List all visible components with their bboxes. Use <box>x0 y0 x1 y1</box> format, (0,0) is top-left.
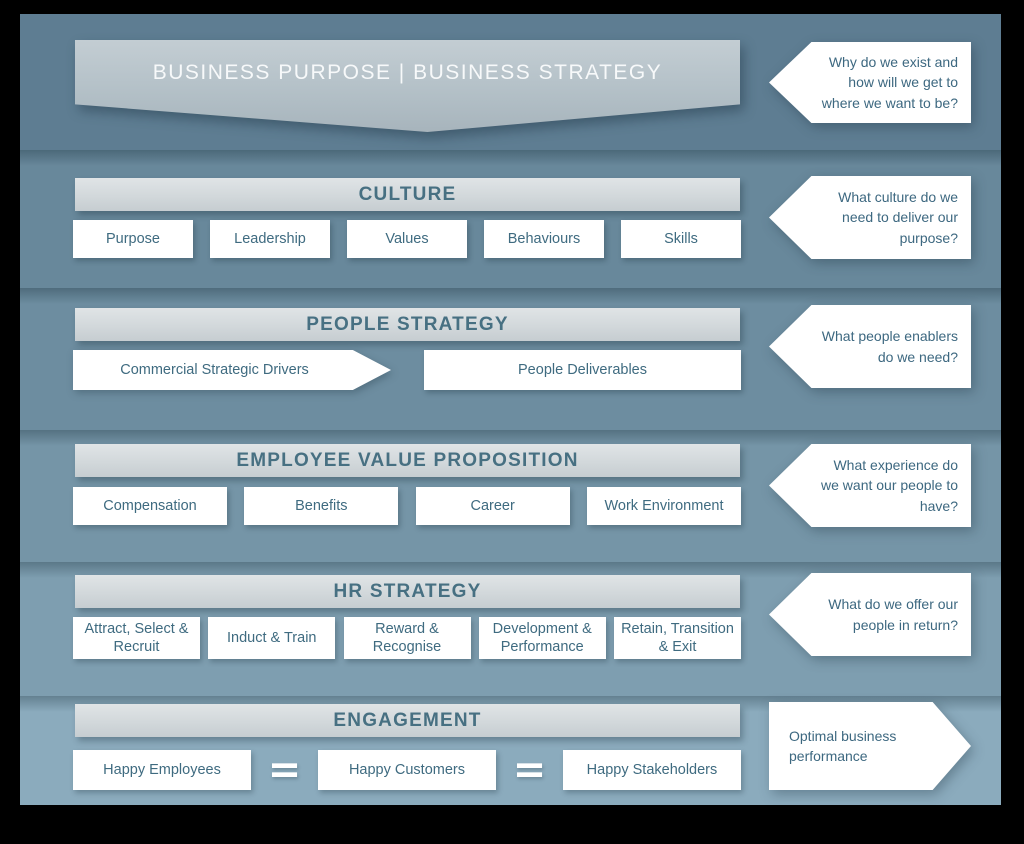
item-label: Happy Customers <box>348 761 465 778</box>
evp-item-compensation: Compensation <box>73 487 227 525</box>
item-label: Behaviours <box>507 230 581 247</box>
engagement-item-happy-customers: Happy Customers <box>317 750 496 790</box>
engagement-header: ENGAGEMENT <box>75 704 740 737</box>
item-label: Development & Performance <box>492 620 592 655</box>
item-label: Purpose <box>105 230 160 247</box>
callout-text: What do we offer our people in return? <box>828 596 958 633</box>
item-label: Attract, Select & Recruit <box>84 620 189 655</box>
culture-items-row: Purpose Leadership Values Behaviours Ski… <box>73 220 741 258</box>
culture-item-skills: Skills <box>621 220 741 258</box>
callout-people-strategy: What people enablers do we need? <box>769 305 971 388</box>
callout-text: Why do we exist and how will we get to w… <box>821 54 958 111</box>
culture-header: CULTURE <box>75 178 740 211</box>
evp-title: EMPLOYEE VALUE PROPOSITION <box>236 449 579 471</box>
hr-item-induct-train: Induct & Train <box>208 617 336 659</box>
band-employee-value-proposition: EMPLOYEE VALUE PROPOSITION Compensation … <box>20 430 1001 562</box>
item-label: Happy Stakeholders <box>586 761 718 778</box>
commercial-strategic-drivers-arrow: Commercial Strategic Drivers <box>73 350 391 390</box>
callout-text: Optimal business performance <box>789 727 897 764</box>
band-top-shadow <box>20 150 1001 166</box>
callout-arrow-left: Why do we exist and how will we get to w… <box>769 42 971 123</box>
band-hr-strategy: HR STRATEGY Attract, Select & Recruit In… <box>20 562 1001 696</box>
callout-optimal-business-performance: Optimal business performance <box>769 702 971 790</box>
culture-title: CULTURE <box>358 183 457 205</box>
equals-icon: = <box>267 747 302 793</box>
hr-item-reward-recognise: Reward & Recognise <box>343 617 471 659</box>
people-deliverables-box: People Deliverables <box>424 350 741 390</box>
item-label: Compensation <box>103 497 197 514</box>
callout-hr-strategy: What do we offer our people in return? <box>769 573 971 656</box>
business-purpose-title: BUSINESS PURPOSE | BUSINESS STRATEGY <box>152 61 663 84</box>
item-label: Benefits <box>295 497 348 514</box>
callout-text: What people enablers do we need? <box>821 328 958 365</box>
band-people-strategy: PEOPLE STRATEGY Commercial Strategic Dri… <box>20 288 1001 430</box>
culture-item-leadership: Leadership <box>210 220 330 258</box>
people-strategy-row: Commercial Strategic Drivers People Deli… <box>73 350 741 390</box>
callout-arrow-left: What do we offer our people in return? <box>769 573 971 656</box>
callout-evp: What experience do we want our people to… <box>769 444 971 527</box>
people-strategy-title: PEOPLE STRATEGY <box>306 313 509 335</box>
hr-strategy-header: HR STRATEGY <box>75 575 740 608</box>
hr-item-development-performance: Development & Performance <box>478 617 606 659</box>
item-label: People Deliverables <box>518 361 647 378</box>
equals-icon: = <box>512 747 547 793</box>
callout-text: What culture do we need to deliver our p… <box>838 189 958 246</box>
item-label: Values <box>385 230 429 247</box>
culture-item-values: Values <box>347 220 467 258</box>
band-business-purpose: BUSINESS PURPOSE | BUSINESS STRATEGY Why… <box>20 14 1001 150</box>
culture-item-behaviours: Behaviours <box>484 220 604 258</box>
callout-arrow-right: Optimal business performance <box>769 702 971 790</box>
band-culture: CULTURE Purpose Leadership Values Behavi… <box>20 150 1001 288</box>
hr-strategy-items-row: Attract, Select & Recruit Induct & Train… <box>73 617 741 659</box>
callout-arrow-left: What people enablers do we need? <box>769 305 971 388</box>
evp-items-row: Compensation Benefits Career Work Enviro… <box>73 487 741 525</box>
hr-item-retain-transition-exit: Retain, Transition & Exit <box>614 617 741 659</box>
item-label: Retain, Transition & Exit <box>621 620 734 655</box>
engagement-items-row: Happy Employees = Happy Customers = Happ… <box>73 750 741 790</box>
callout-business-purpose: Why do we exist and how will we get to w… <box>769 42 971 123</box>
hr-strategy-title: HR STRATEGY <box>333 580 482 602</box>
hr-item-attract-select-recruit: Attract, Select & Recruit <box>73 617 200 659</box>
item-label: Commercial Strategic Drivers <box>120 362 309 378</box>
business-purpose-banner: BUSINESS PURPOSE | BUSINESS STRATEGY <box>75 40 740 132</box>
evp-item-benefits: Benefits <box>244 487 399 525</box>
callout-culture: What culture do we need to deliver our p… <box>769 176 971 259</box>
item-label: Happy Employees <box>103 761 221 778</box>
culture-item-purpose: Purpose <box>73 220 193 258</box>
item-label: Reward & Recognise <box>372 620 442 655</box>
callout-text: What experience do we want our people to… <box>821 457 958 514</box>
evp-header: EMPLOYEE VALUE PROPOSITION <box>75 444 740 477</box>
engagement-title: ENGAGEMENT <box>333 709 482 731</box>
item-label: Induct & Train <box>227 629 317 646</box>
engagement-item-happy-employees: Happy Employees <box>73 750 251 790</box>
strategy-diagram: BUSINESS PURPOSE | BUSINESS STRATEGY Why… <box>20 14 1001 805</box>
evp-item-career: Career <box>415 487 570 525</box>
item-label: Skills <box>664 230 698 247</box>
item-label: Work Environment <box>604 497 724 514</box>
callout-arrow-left: What culture do we need to deliver our p… <box>769 176 971 259</box>
people-strategy-header: PEOPLE STRATEGY <box>75 308 740 341</box>
callout-arrow-left: What experience do we want our people to… <box>769 444 971 527</box>
evp-item-work-environment: Work Environment <box>586 487 741 525</box>
item-label: Leadership <box>234 230 306 247</box>
engagement-item-happy-stakeholders: Happy Stakeholders <box>562 750 741 790</box>
band-engagement: ENGAGEMENT Happy Employees = Happy Custo… <box>20 696 1001 805</box>
band-top-shadow <box>20 288 1001 304</box>
item-label: Career <box>470 497 515 514</box>
